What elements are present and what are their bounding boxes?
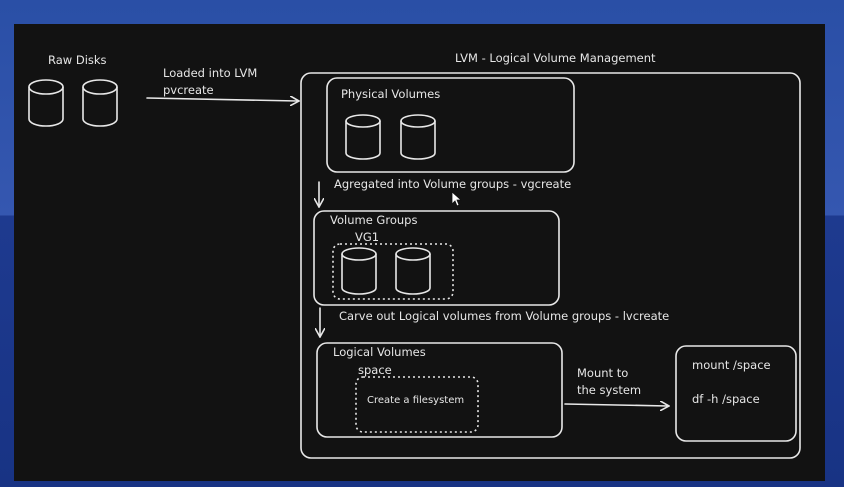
filesystem-label: Create a filesystem [367, 395, 464, 406]
lvm-container [300, 72, 801, 459]
physical-volumes-title: Physical Volumes [341, 87, 440, 101]
lvm-title: LVM - Logical Volume Management [455, 51, 656, 65]
raw-disks-label: Raw Disks [48, 53, 107, 67]
mount-arrow [564, 404, 668, 406]
raw-disk-2-icon [82, 79, 118, 127]
pvcreate-caption-line1: Loaded into LVM [163, 66, 257, 80]
logical-volumes-box [316, 342, 563, 438]
commands-box [675, 345, 797, 442]
mount-caption-line1: Mount to [577, 366, 628, 380]
mount-command: mount /space [692, 358, 771, 372]
vgcreate-caption: Agregated into Volume groups - vgcreate [334, 177, 571, 191]
volume-groups-box [313, 210, 560, 306]
volume-groups-title: Volume Groups [330, 213, 417, 227]
logical-volumes-title: Logical Volumes [333, 345, 426, 359]
space-volume [355, 376, 479, 433]
pvcreate-arrow [146, 98, 298, 101]
vg-disk-2-icon [395, 247, 431, 295]
physical-volumes-box [326, 77, 575, 173]
pv-disk-1-icon [345, 114, 381, 160]
space-label: space [358, 363, 392, 377]
vg1-group [332, 243, 454, 300]
diagram-canvas [14, 24, 825, 481]
mouse-cursor-icon [451, 191, 463, 207]
mount-caption-line2: the system [577, 383, 641, 397]
vg-disk-1-icon [341, 247, 377, 295]
df-command: df -h /space [692, 392, 760, 406]
lvcreate-caption: Carve out Logical volumes from Volume gr… [339, 309, 669, 323]
raw-disk-1-icon [28, 79, 64, 127]
vg1-label: VG1 [355, 230, 379, 244]
pvcreate-caption-line2: pvcreate [163, 83, 214, 97]
pv-disk-2-icon [400, 114, 436, 160]
